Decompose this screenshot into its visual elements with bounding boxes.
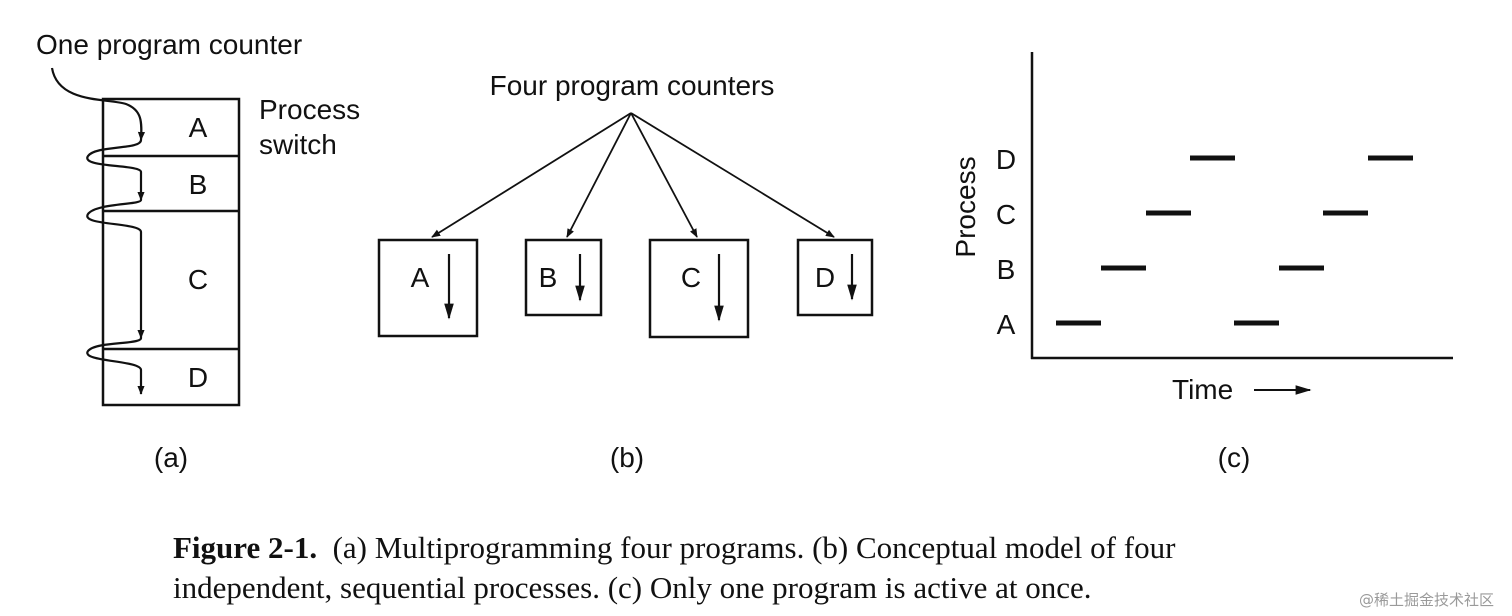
fan-arrow-b: [566, 112, 632, 238]
fan-arrow-c: [630, 112, 698, 238]
fan-arrow-d: [630, 112, 835, 238]
switch-arrow-c-to-d: [86, 336, 145, 395]
panel-b-sublabel: (b): [610, 442, 644, 473]
row-label-a: A: [997, 309, 1016, 340]
caption-line-1: Figure 2-1. (a) Multiprogramming four pr…: [173, 528, 1373, 568]
process-box-b-label: B: [539, 262, 558, 293]
switch-arrow-b-to-c: [86, 198, 145, 339]
block-c-label: C: [188, 264, 208, 295]
process-box-d-label: D: [815, 262, 835, 293]
panel-c-sublabel: (c): [1218, 442, 1251, 473]
caption-text-1: (a) Multiprogramming four programs. (b) …: [332, 530, 1176, 565]
timeline-segments: [1056, 155, 1413, 326]
row-label-b: B: [997, 254, 1016, 285]
fan-arrow-a: [431, 112, 632, 238]
one-program-counter-label: One program counter: [36, 29, 302, 60]
process-box-a: [377, 238, 479, 338]
row-label-d: D: [996, 144, 1016, 175]
caption-line-2: independent, sequential processes. (c) O…: [173, 570, 1092, 605]
panel-a-sublabel: (a): [154, 442, 188, 473]
y-axis-label: Process: [950, 156, 981, 257]
process-box-d: [796, 238, 874, 317]
process-box-b: [524, 238, 603, 317]
four-program-counters-label: Four program counters: [490, 70, 775, 101]
caption-figure-label: Figure 2-1.: [173, 530, 318, 565]
process-box-c: [648, 238, 750, 339]
process-box-c-label: C: [681, 262, 701, 293]
row-label-c: C: [996, 199, 1016, 230]
entry-arrow: [50, 67, 146, 141]
panel-b: Four program counters A B C D (b): [377, 70, 874, 473]
panel-c: Process A B C D Time (c): [950, 52, 1453, 473]
switch-arrow-a-to-b: [86, 139, 145, 201]
block-d-label: D: [188, 362, 208, 393]
block-a-label: A: [189, 112, 208, 143]
memory-column: [101, 97, 241, 407]
process-box-a-label: A: [411, 262, 430, 293]
process-switch-label-line2: switch: [259, 129, 337, 160]
watermark: @稀土掘金技术社区: [1358, 591, 1494, 609]
panel-a: One program counter Process switch A B C…: [36, 29, 360, 473]
x-axis-label: Time: [1172, 374, 1233, 405]
process-switch-label-line1: Process: [259, 94, 360, 125]
block-b-label: B: [189, 169, 208, 200]
figure-caption: Figure 2-1. (a) Multiprogramming four pr…: [173, 528, 1373, 608]
